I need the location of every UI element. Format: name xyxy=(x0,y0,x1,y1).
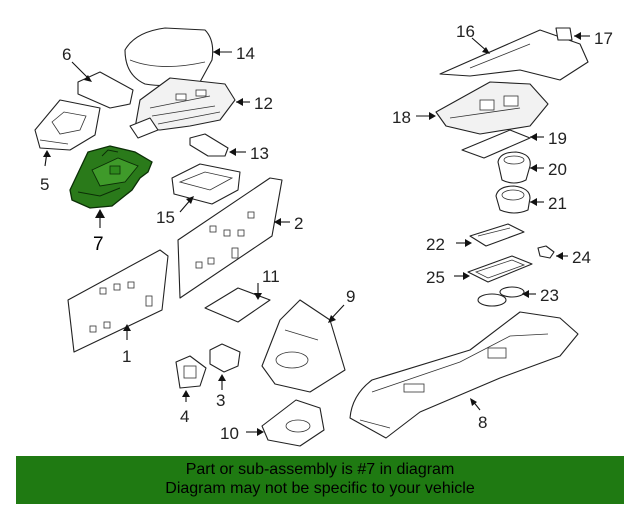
callout-22: 22 xyxy=(426,235,445,254)
callout-14: 14 xyxy=(236,44,255,63)
part-12-frame[interactable] xyxy=(129,77,236,139)
part-17-clip[interactable] xyxy=(555,27,573,41)
part-1-side-panel[interactable] xyxy=(67,249,169,353)
part-10-base-bracket[interactable] xyxy=(261,399,325,447)
banner-line-2: Diagram may not be specific to your vehi… xyxy=(165,480,475,497)
part-3-bracket[interactable] xyxy=(209,343,241,373)
banner-line-1: Part or sub-assembly is #7 in diagram xyxy=(185,461,455,478)
callout-25: 25 xyxy=(426,268,445,287)
callout-23: 23 xyxy=(540,286,559,305)
part-13-bracket[interactable] xyxy=(189,133,229,157)
callout-11: 11 xyxy=(262,267,280,286)
part-4-plate[interactable] xyxy=(175,355,207,389)
part-24-connector[interactable] xyxy=(537,245,555,259)
callout-16: 16 xyxy=(456,22,475,41)
part-25-gasket[interactable] xyxy=(467,255,533,283)
callout-6: 6 xyxy=(62,45,71,64)
info-banner: Part or sub-assembly is #7 in diagram Di… xyxy=(16,456,624,504)
part-15-storage-bin[interactable] xyxy=(171,163,241,205)
callout-21: 21 xyxy=(548,194,567,213)
callout-18: 18 xyxy=(392,108,411,127)
callout-7: 7 xyxy=(93,234,104,255)
callout-5: 5 xyxy=(40,175,49,194)
part-18-shifter-console[interactable] xyxy=(435,81,549,135)
callout-10: 10 xyxy=(220,424,239,443)
callout-24: 24 xyxy=(572,248,591,267)
callout-15: 15 xyxy=(156,208,175,227)
part-7-console-tray-highlighted[interactable] xyxy=(69,145,153,209)
part-5-trim-bezel[interactable] xyxy=(34,99,101,151)
part-23-mats[interactable] xyxy=(477,286,525,307)
part-21-cup-insert[interactable] xyxy=(495,185,531,214)
part-8-console-body[interactable] xyxy=(349,311,579,439)
callout-19: 19 xyxy=(548,129,567,148)
part-19-mat[interactable] xyxy=(461,129,531,159)
callout-9: 9 xyxy=(346,287,355,306)
part-14-armrest-lid[interactable] xyxy=(124,27,214,87)
callout-13: 13 xyxy=(250,144,269,163)
part-16-upper-trim[interactable] xyxy=(439,29,589,81)
callout-17: 17 xyxy=(594,29,613,48)
callout-3: 3 xyxy=(216,391,225,410)
part-20-cup-holder[interactable] xyxy=(497,151,531,184)
part-6-panel[interactable] xyxy=(77,71,134,109)
part-9-console-front[interactable] xyxy=(261,299,346,393)
parts-diagram: 14 6 12 13 5 7 xyxy=(34,22,613,447)
callout-8: 8 xyxy=(478,413,487,432)
part-22-panel[interactable] xyxy=(469,223,525,247)
part-2-side-panel[interactable] xyxy=(177,177,283,299)
callout-12: 12 xyxy=(254,94,273,113)
callout-4: 4 xyxy=(180,407,189,426)
callout-1: 1 xyxy=(122,347,131,366)
callout-2: 2 xyxy=(294,214,303,233)
callout-20: 20 xyxy=(548,160,567,179)
part-11-mat[interactable] xyxy=(204,287,271,323)
